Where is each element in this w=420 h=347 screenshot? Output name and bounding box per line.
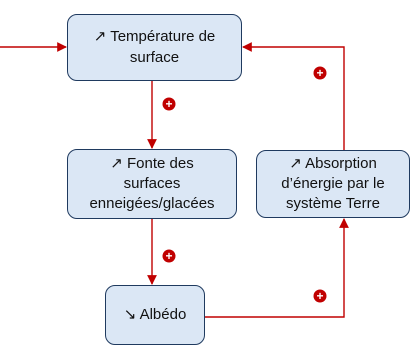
node-albedo: ↘ Albédo (105, 285, 205, 345)
node-absorption-line-3: système Terre (286, 195, 380, 213)
node-temperature-surface: ↗ Température de surface (67, 14, 242, 81)
plus-sign-1: + (162, 97, 176, 111)
svg-text:+: + (316, 289, 323, 303)
node-temperature-line-2: surface (129, 48, 180, 66)
plus-sign-4: + (313, 66, 327, 80)
plus-sign-2: + (162, 249, 176, 263)
node-albedo-line-1: ↘ Albédo (123, 305, 187, 323)
svg-text:+: + (165, 249, 172, 263)
arrow-absorption-to-temperature (242, 42, 345, 150)
node-fonte-surfaces: ↗ Fonte des surfaces enneigées/glacées (67, 149, 237, 219)
node-fonte-line-1: ↗ Fonte des (110, 154, 194, 172)
arrow-albedo-to-absorption (205, 218, 349, 318)
node-absorption-line-2: d’énergie par le (281, 174, 385, 192)
svg-text:+: + (316, 66, 323, 80)
node-absorption-energie: ↗ Absorption d’énergie par le système Te… (256, 150, 410, 218)
plus-sign-3: + (313, 289, 327, 303)
node-fonte-line-2: surfaces (123, 174, 181, 192)
svg-text:+: + (165, 97, 172, 111)
node-temperature-line-1: ↗ Température de (93, 28, 216, 46)
node-fonte-line-3: enneigées/glacées (89, 195, 215, 213)
node-absorption-line-1: ↗ Absorption (289, 154, 377, 172)
